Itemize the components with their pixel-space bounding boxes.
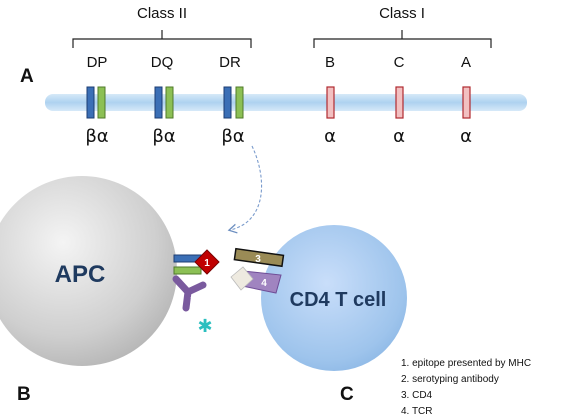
gene-label-dq: DQ xyxy=(151,54,174,71)
class-i-bracket xyxy=(313,30,492,48)
panel-label-a: A xyxy=(20,66,34,87)
marker-1: 1 xyxy=(204,258,210,269)
tcell-label: CD4 T cell xyxy=(290,289,387,311)
apc-cell xyxy=(0,176,177,366)
chain-label-b: α xyxy=(324,126,336,147)
chain-label-dq: βα xyxy=(152,126,175,147)
epitope-diamond xyxy=(194,249,220,275)
legend-item: 1. epitope presented by MHC xyxy=(401,358,531,369)
gene-label-c: C xyxy=(394,54,405,71)
mhc-alpha-chain xyxy=(173,266,202,275)
a-alpha-marker xyxy=(462,86,471,119)
legend-item: 2. serotyping antibody xyxy=(401,374,499,385)
dp-alpha-marker xyxy=(97,86,106,119)
dp-beta-marker xyxy=(86,86,95,119)
dq-beta-marker xyxy=(154,86,163,119)
tcr-marker: 4 xyxy=(230,266,282,294)
b-alpha-marker xyxy=(326,86,335,119)
gene-dr-markers xyxy=(223,86,244,119)
chain-label-c: α xyxy=(393,126,405,147)
legend-item: 4. TCR xyxy=(401,406,433,417)
chain-label-dr: βα xyxy=(221,126,244,147)
tcr-diamond xyxy=(230,266,254,291)
dashed-arrow xyxy=(230,145,263,230)
gene-label-b: B xyxy=(325,54,335,71)
epitope-marker: 1 xyxy=(194,249,220,275)
marker-4: 4 xyxy=(261,278,267,289)
marker-3: 3 xyxy=(255,254,261,265)
c-alpha-marker xyxy=(395,86,404,119)
cd4-marker: 3 xyxy=(233,247,285,268)
antibody-label-icon: ✱ xyxy=(197,316,212,337)
gene-label-a: A xyxy=(461,54,471,71)
panel-label-b: B xyxy=(17,384,31,405)
apc-label: APC xyxy=(55,261,106,288)
cd4-bar xyxy=(233,247,285,268)
dr-beta-marker xyxy=(223,86,232,119)
gene-dq-markers xyxy=(154,86,174,119)
gene-dp-markers xyxy=(86,86,106,119)
class-i-label: Class I xyxy=(379,5,425,22)
antibody-y-shape xyxy=(172,275,207,312)
chain-label-dp: βα xyxy=(85,126,108,147)
legend: 1. epitope presented by MHC 2. serotypin… xyxy=(401,358,531,417)
gene-label-dr: DR xyxy=(219,54,241,71)
class-ii-label: Class II xyxy=(137,5,187,22)
class-ii-bracket xyxy=(72,30,252,48)
dr-alpha-marker xyxy=(235,86,244,119)
tcell xyxy=(261,225,407,371)
chromosome-bar xyxy=(45,94,527,111)
panel-label-c: C xyxy=(340,384,354,405)
legend-item: 3. CD4 xyxy=(401,390,433,401)
dq-alpha-marker xyxy=(165,86,174,119)
gene-label-dp: DP xyxy=(87,54,108,71)
antibody-marker: 2 ✱ xyxy=(172,275,213,337)
marker-2: 2 xyxy=(190,295,196,306)
chain-label-a: α xyxy=(460,126,472,147)
